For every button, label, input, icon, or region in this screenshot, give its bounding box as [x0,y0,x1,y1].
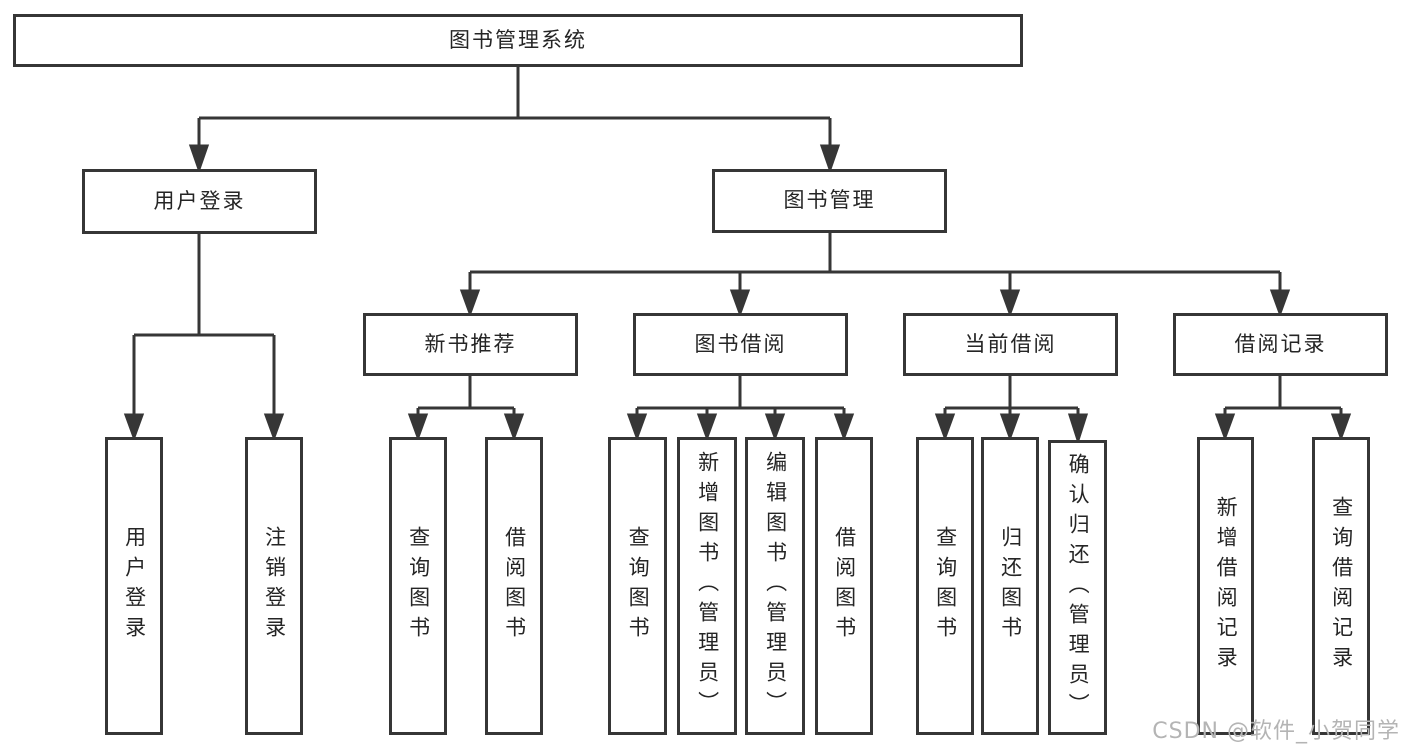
leaf-add-books-admin: 新增图书（管理员） [677,437,737,735]
node-book-borrow: 图书借阅 [633,313,848,376]
node-current-borrow: 当前借阅 [903,313,1118,376]
leaf-borrow-books-recommend: 借阅图书 [485,437,543,735]
leaf-return-books: 归还图书 [981,437,1039,735]
connector-borrow-records-branch [1214,376,1352,442]
leaf-user-login: 用户登录 [105,437,163,735]
leaf-borrow-books: 借阅图书 [815,437,873,735]
node-root-system: 图书管理系统 [13,14,1023,67]
connector-current-borrow-branch [934,376,1089,445]
leaf-query-books-recommend: 查询图书 [389,437,447,735]
node-borrow-records: 借阅记录 [1173,313,1388,376]
connector-root-branch [188,67,841,174]
leaf-query-books-current: 查询图书 [916,437,974,735]
connector-book-borrow-branch [626,376,855,442]
leaf-query-books-borrow: 查询图书 [608,437,667,735]
node-new-book-recommend: 新书推荐 [363,313,578,376]
node-book-management: 图书管理 [712,169,947,233]
leaf-edit-books-admin: 编辑图书（管理员） [745,437,805,735]
node-user-login: 用户登录 [82,169,317,234]
leaf-logout: 注销登录 [245,437,303,735]
connector-user-login-branch [123,234,285,442]
leaf-add-borrow-record: 新增借阅记录 [1197,437,1254,735]
leaf-query-borrow-record: 查询借阅记录 [1312,437,1370,735]
connector-book-management-branch [459,233,1291,318]
connector-new-book-branch [407,376,525,442]
csdn-watermark: CSDN @软件_小贺同学 [1152,719,1400,744]
leaf-confirm-return-admin: 确认归还（管理员） [1048,440,1107,735]
